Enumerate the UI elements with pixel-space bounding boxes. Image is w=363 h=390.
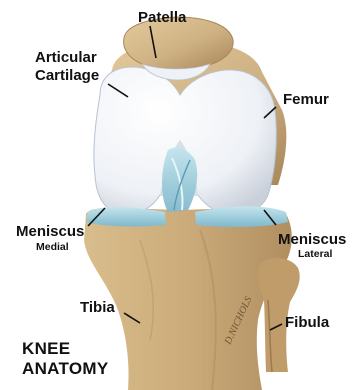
label-articular-cartilage-line2: Cartilage xyxy=(35,68,99,83)
title-line1: KNEE xyxy=(22,340,70,357)
label-femur: Femur xyxy=(283,92,329,107)
label-patella: Patella xyxy=(138,10,186,25)
label-tibia: Tibia xyxy=(80,300,115,315)
label-meniscus-medial: Meniscus xyxy=(16,224,84,239)
label-fibula: Fibula xyxy=(285,315,329,330)
label-meniscus-medial-sub: Medial xyxy=(36,242,69,253)
label-meniscus-lateral: Meniscus xyxy=(278,232,346,247)
label-meniscus-lateral-sub: Lateral xyxy=(298,249,332,260)
tibia-bone xyxy=(84,208,292,390)
title-line2: ANATOMY xyxy=(22,360,108,377)
label-articular-cartilage-line1: Articular xyxy=(35,50,97,65)
